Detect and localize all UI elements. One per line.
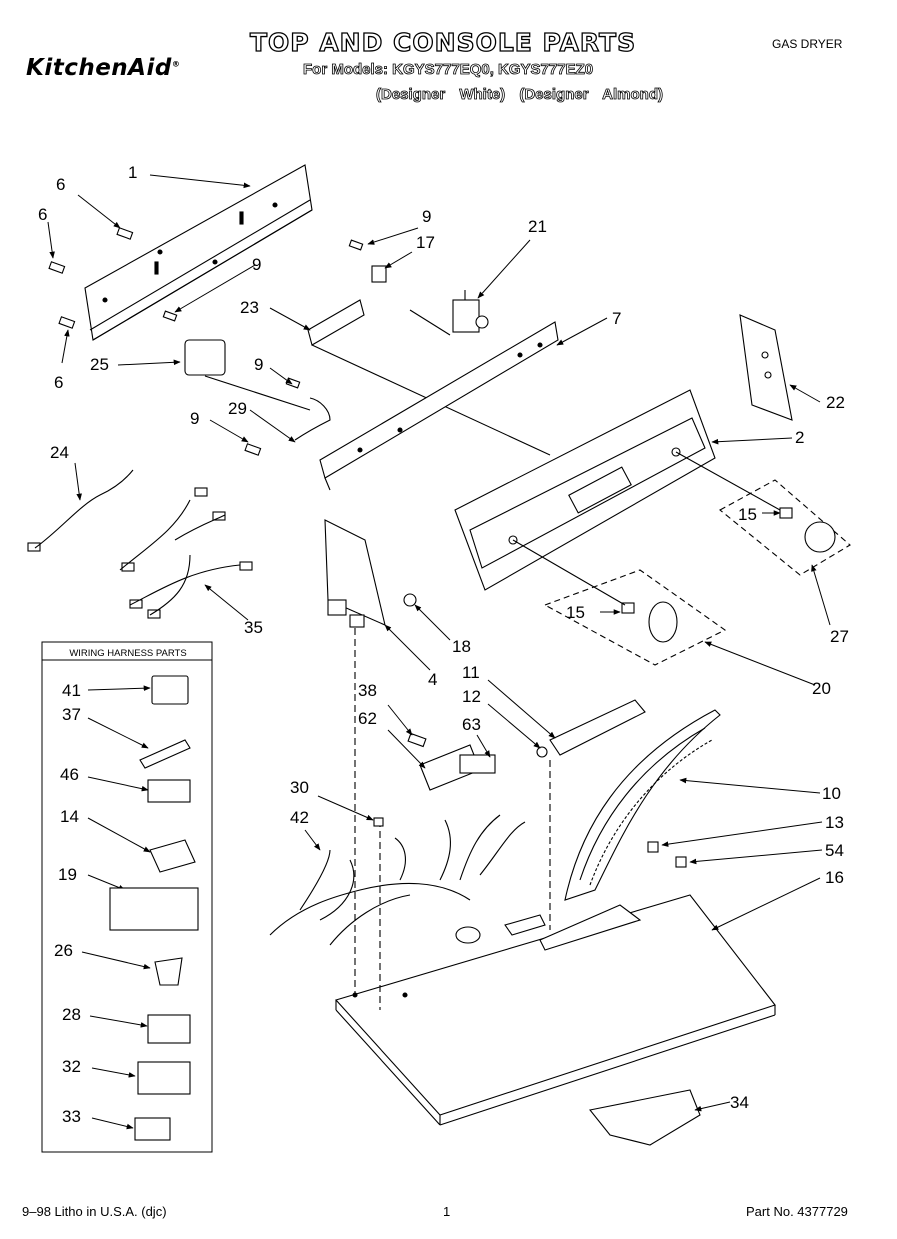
harness-32: 32: [62, 1057, 81, 1076]
kitchenaid-logo: KitchenAid®: [26, 55, 180, 81]
part-24-wire: [34, 469, 134, 549]
callout-13: 13: [825, 813, 844, 832]
harness-28: 28: [62, 1005, 81, 1024]
part-24-terminal: [27, 542, 41, 552]
part-21-switch: [409, 290, 489, 336]
callout-6a: 6: [56, 175, 65, 194]
print-info: 9–98 Litho in U.S.A. (djc): [22, 1204, 167, 1219]
variant-white: (Designer White): [376, 86, 506, 104]
callout-63: 63: [462, 715, 481, 734]
part-16-top-panel: [335, 894, 776, 1126]
callout-34: 34: [730, 1093, 749, 1112]
part-1-rear-bracket: [84, 164, 313, 341]
part-13-screw: [647, 841, 659, 853]
callout-54: 54: [825, 841, 844, 860]
part-34-trim: [589, 1089, 701, 1146]
callout-9c: 9: [254, 355, 263, 374]
variant-almond: (Designer Almond): [519, 86, 663, 104]
part-12-clip: [536, 746, 548, 758]
callout-15b: 15: [566, 603, 585, 622]
part-18-screw: [403, 593, 417, 607]
harness-19: 19: [58, 865, 77, 884]
harness-33: 33: [62, 1107, 81, 1126]
callout-15a: 15: [738, 505, 757, 524]
part-42-harness: [269, 814, 526, 946]
callout-29: 29: [228, 399, 247, 418]
part-2-console-panel: [454, 389, 716, 591]
callout-16: 16: [825, 868, 844, 887]
part-29-wire: [294, 397, 331, 441]
callout-20: 20: [812, 679, 831, 698]
callout-12: 12: [462, 687, 481, 706]
harness-26: 26: [54, 941, 73, 960]
dryer-type: GAS DRYER: [772, 37, 843, 51]
callout-23: 23: [240, 298, 259, 317]
part-4-end-cap: [324, 519, 386, 628]
part-20-knob: [648, 601, 678, 643]
callout-9a: 9: [422, 207, 431, 226]
part-25-timer: [184, 339, 311, 411]
screws-6: [48, 227, 134, 329]
part-30-clip: [373, 817, 384, 827]
callout-2: 2: [795, 428, 804, 447]
callout-38: 38: [358, 681, 377, 700]
part-23-display-board: [307, 299, 551, 456]
harness-37: 37: [62, 705, 81, 724]
callout-7: 7: [612, 309, 621, 328]
callout-25: 25: [90, 355, 109, 374]
harness-part-icons: [109, 675, 199, 1141]
callout-10: 10: [822, 784, 841, 803]
callout-4: 4: [428, 670, 437, 689]
callout-17: 17: [416, 233, 435, 252]
callout-24: 24: [50, 443, 69, 462]
part-54-screw: [675, 856, 687, 868]
part-11-lint-cover: [549, 699, 646, 756]
callout-6c: 6: [54, 373, 63, 392]
page-number: 1: [443, 1204, 451, 1219]
part-15-spring-2: [621, 602, 635, 614]
callout-62: 62: [358, 709, 377, 728]
callout-11: 11: [462, 663, 480, 682]
models-line: For Models: KGYS777EQ0, KGYS777EZ0: [303, 61, 594, 79]
screws-9: [162, 239, 387, 456]
callout-21: 21: [528, 217, 547, 236]
part-10-lint-housing: [564, 709, 721, 901]
callout-27: 27: [830, 627, 849, 646]
part-38-screw: [407, 732, 427, 748]
callout-30: 30: [290, 778, 309, 797]
knob-group-20: [543, 569, 727, 666]
part-35-harness: [119, 487, 253, 619]
callout-1: 1: [128, 163, 137, 182]
part-15-spring: [779, 507, 793, 519]
callout-35: 35: [244, 618, 263, 637]
part-63-connector: [459, 754, 496, 774]
harness-46: 46: [60, 765, 79, 784]
page-title: TOP AND CONSOLE PARTS: [249, 27, 637, 57]
callout-42: 42: [290, 808, 309, 827]
harness-41: 41: [62, 681, 81, 700]
brand-name: KitchenAid: [26, 55, 172, 81]
variants-line: (Designer White) (Designer Almond): [376, 86, 664, 104]
callout-9d: 9: [190, 409, 199, 428]
brand-mark: ®: [171, 59, 181, 69]
knob-group-27: [719, 479, 851, 576]
callout-18: 18: [452, 637, 471, 656]
harness-parts-box: [41, 641, 213, 1153]
part-number: Part No. 4377729: [746, 1204, 848, 1219]
callout-6b: 6: [38, 205, 47, 224]
harness-box-title: WIRING HARNESS PARTS: [69, 648, 187, 659]
part-7-console-rail: [319, 321, 559, 491]
callout-22: 22: [826, 393, 845, 412]
part-27-knob: [804, 521, 836, 553]
part-22-end-cap: [739, 314, 793, 421]
harness-14: 14: [60, 807, 79, 826]
callout-9b: 9: [252, 255, 261, 274]
